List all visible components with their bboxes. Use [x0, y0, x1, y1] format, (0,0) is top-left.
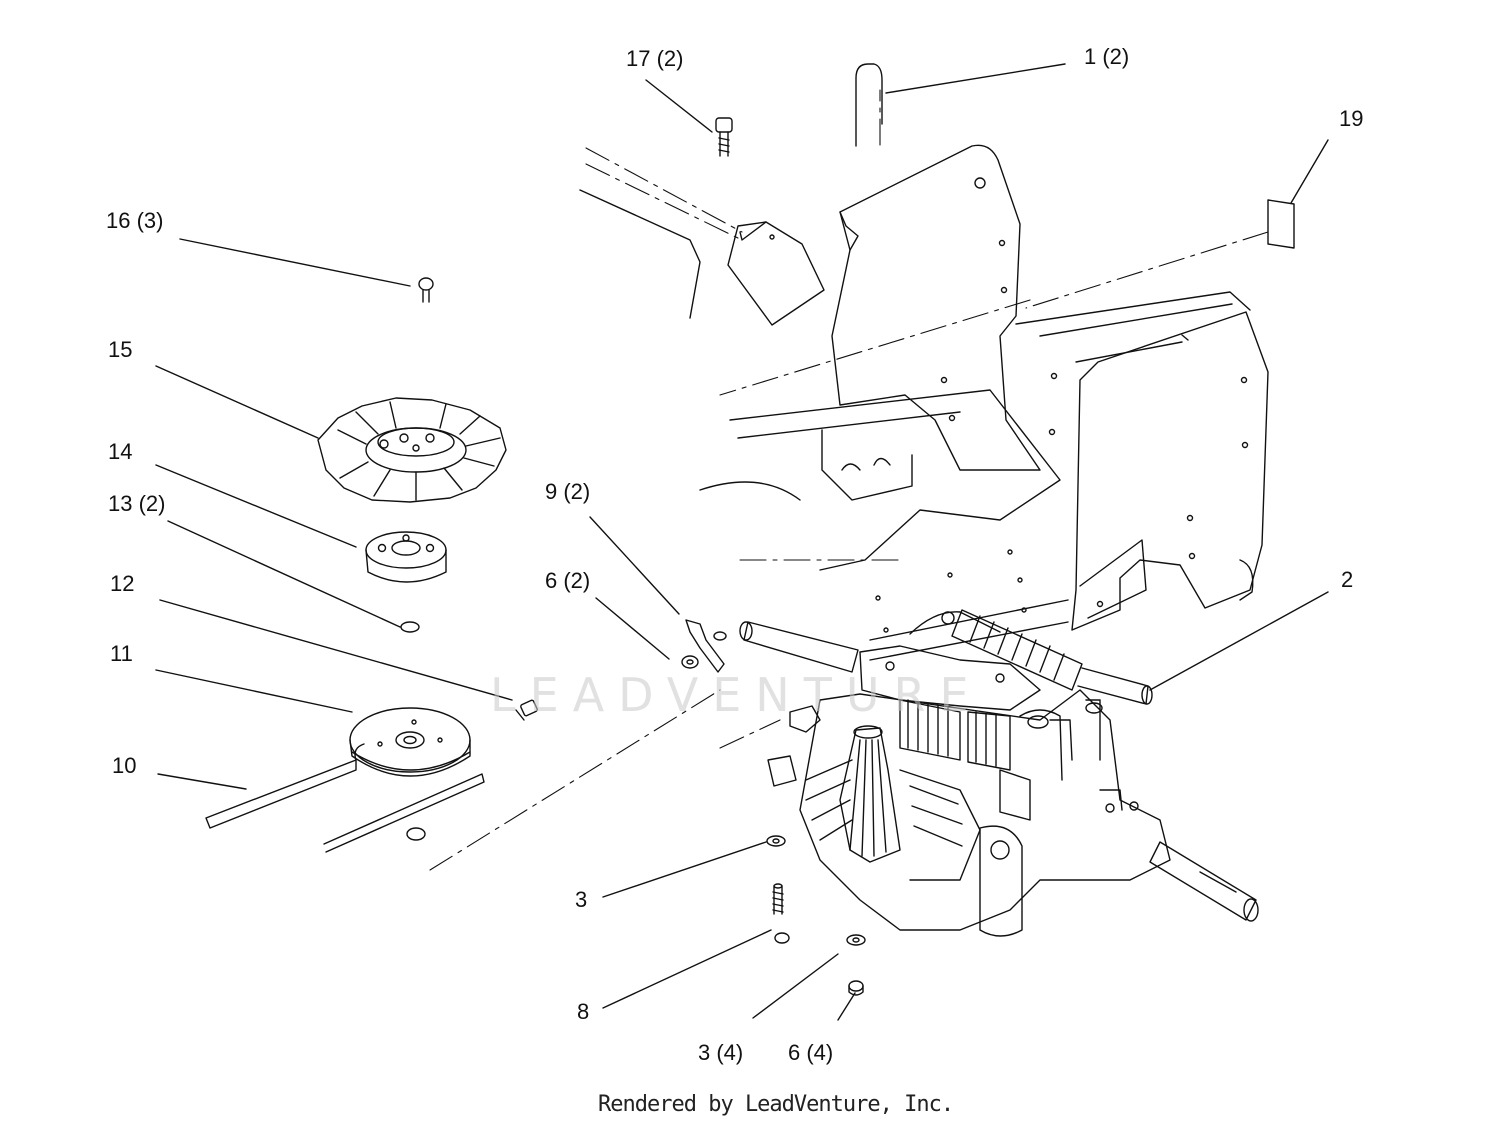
part-8-stud: [773, 884, 789, 943]
label-part-2: 2: [1341, 567, 1354, 592]
part-6-nut-upper: [682, 656, 698, 668]
label-part-8: 8: [577, 999, 590, 1024]
part-14-hub: [366, 532, 446, 582]
label-part-13: 13 (2): [108, 491, 166, 516]
footer-credit: Rendered by LeadVenture, Inc.: [598, 1092, 954, 1117]
deck-bracket: [580, 190, 824, 325]
label-part-3-upper: 3: [575, 887, 588, 912]
label-part-17: 17 (2): [626, 46, 684, 71]
label-part-19: 19: [1339, 106, 1364, 131]
alignment-lines: [430, 90, 1268, 870]
part-11-pulley: [350, 708, 470, 776]
watermark-text: LEADVENTURE: [490, 668, 983, 722]
label-part-3-lower: 3 (4): [698, 1040, 744, 1065]
part-16-screw: [419, 278, 433, 302]
part-3-washer-upper: [767, 836, 785, 846]
label-part-6-upper: 6 (2): [545, 568, 591, 593]
part-1-u-bolt: [856, 64, 882, 146]
part-3-washer-lower: [847, 935, 865, 945]
label-part-15: 15: [108, 337, 133, 362]
part-15-fan: [318, 398, 506, 502]
part-17-bolt: [716, 118, 732, 156]
label-part-14: 14: [108, 439, 133, 464]
leader-lines: [156, 64, 1328, 1020]
part-13-snap-rings: [401, 622, 425, 840]
part-12-set-screw: [516, 700, 538, 720]
label-part-1: 1 (2): [1084, 44, 1130, 69]
frame-chassis: [700, 145, 1268, 660]
part-9-clip: [686, 620, 726, 672]
label-part-16: 16 (3): [106, 208, 164, 233]
label-part-11: 11: [110, 641, 133, 666]
part-2-transaxle: [740, 610, 1258, 936]
part-10-belt: [206, 744, 484, 852]
part-6-nut-lower: [849, 981, 863, 995]
label-part-6-lower: 6 (4): [788, 1040, 834, 1065]
part-19-decal: [1268, 200, 1294, 248]
label-part-12: 12: [110, 571, 135, 596]
label-part-10: 10: [112, 753, 137, 778]
label-part-9: 9 (2): [545, 479, 591, 504]
